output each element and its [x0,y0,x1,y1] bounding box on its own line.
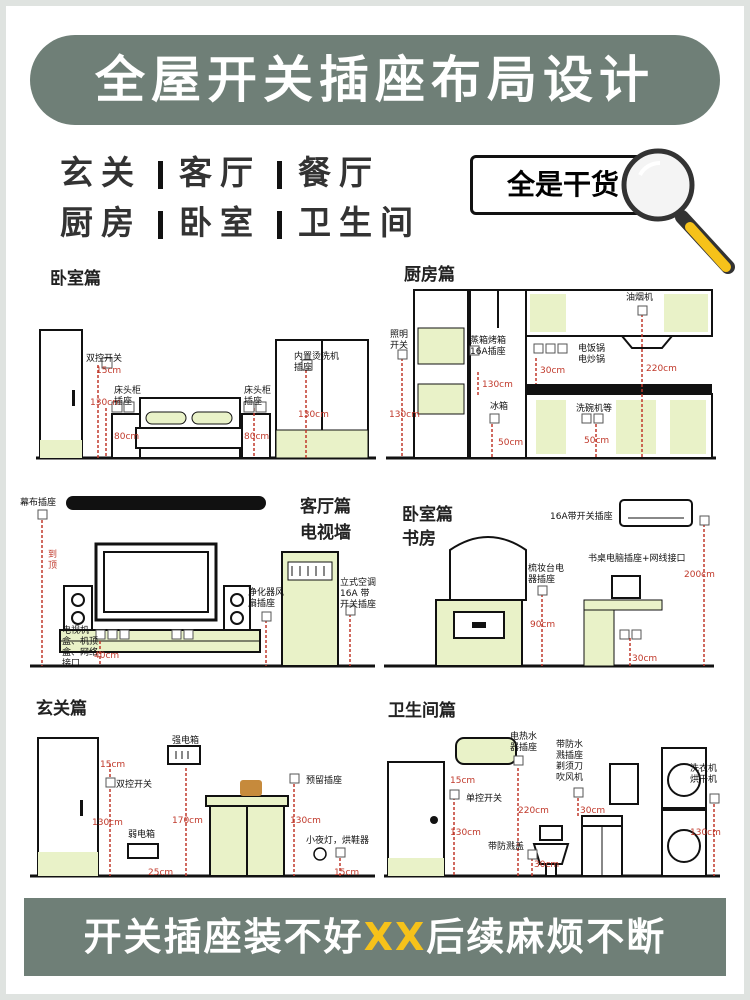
desk-outlet-label: 书桌电脑插座+网线接口 [588,554,686,564]
bathroom-diagram [384,737,720,878]
entry-measure-130-reserved: 130cm [290,816,321,826]
bedroom-measure-80-left: 80cm [114,432,140,442]
bedroom-measure-130-wardrobe: 130cm [298,410,329,420]
bedside-left-label: 床头柜插座 [114,386,142,407]
room-list: 玄关客厅餐厅 厨房卧室卫生间 [60,148,460,248]
study-section-subtitle: 书房 [402,529,436,549]
entry-section-title: 玄关篇 [36,699,87,719]
bedside-right-label: 床头柜插座 [244,386,272,407]
wardrobe-outlet-label: 内置烫洗机插座 [294,352,340,373]
kitchen-measure-50-dishwasher: 50cm [584,436,610,446]
fridge-label: 冰箱 [490,402,509,412]
separator [277,210,282,239]
weak-box-label: 弱电箱 [128,830,156,840]
kitchen-light-switch-label: 照明开关 [390,330,409,351]
living-section-title: 客厅篇 [300,497,351,517]
room-row-1: 玄关客厅餐厅 [60,148,460,198]
page-title: 全屋开关插座布局设计 [30,35,720,125]
bathroom-measure-30: 30cm [534,860,560,870]
bedroom-measure-130: 130cm [90,398,121,408]
room-label: 餐厅 [298,153,380,192]
reserved-outlet-label: 预留插座 [306,776,343,786]
study-section-title: 卧室篇 [402,505,453,525]
entry-measure-25: 25cm [148,868,174,878]
room-label: 卧室 [179,203,261,242]
kitchen-diagram [386,289,716,460]
bottom-banner: 开关插座装不好XX后续麻烦不断 [24,898,726,976]
bedroom-measure-80-right: 80cm [244,432,270,442]
range-hood-label: 油烟机 [626,293,654,303]
bathroom-measure-130: 130cm [450,828,481,838]
separator [158,210,163,239]
living-section-subtitle: 电视墙 [300,523,351,543]
separator [277,160,282,189]
bathroom-measure-15: 15cm [450,776,476,786]
kitchen-section-title: 厨房篇 [404,265,455,285]
room-label: 厨房 [60,203,142,242]
washer-outlet-label: 洗衣机烘干机 [690,764,718,785]
water-heater-outlet-label: 电热水器插座 [510,732,538,753]
entry-measure-130: 130cm [92,818,123,828]
magnifier-icon [621,148,735,274]
standing-ac-outlet-label: 立式空调16A 带开关插座 [340,578,377,610]
living-room-diagram [30,496,375,668]
tv-box-outlet-label: 电视机盒、机顶盒、网络接口 [62,626,99,669]
kitchen-measure-130-oven: 130cm [482,380,513,390]
separator [158,160,163,189]
bedroom-section-title: 卧室篇 [50,269,101,289]
night-light-label: 小夜灯，烘鞋器 [306,836,370,846]
kitchen-measure-220: 220cm [646,364,677,374]
room-label: 卫生间 [298,203,421,242]
study-diagram [384,499,714,668]
bedroom-dual-switch-label: 双控开关 [86,354,123,364]
living-measure-40: 40cm [94,651,120,661]
study-measure-200: 200cm [684,570,715,580]
entry-measure-15-night: 15cm [334,868,360,878]
dresser-outlet-label: 梳妆台电器插座 [528,564,565,585]
bathroom-measure-30-mirror: 30cm [580,806,606,816]
power-box-label: 强电箱 [172,736,200,746]
bathroom-measure-130-washer: 130cm [690,828,721,838]
room-label: 玄关 [60,153,142,192]
study-ac-outlet-label: 16A带开关插座 [550,512,613,522]
banner-xx: XX [363,915,427,959]
bathroom-measure-220: 220cm [518,806,549,816]
bedroom-measure-15: 15cm [96,366,122,376]
bathroom-switch-label: 单控开关 [466,794,503,804]
splash-cover-label: 带防溅盖 [488,842,525,852]
banner-text-1: 开关插座装不好 [83,915,364,959]
entry-dual-switch-label: 双控开关 [116,780,153,790]
study-measure-30: 30cm [632,654,658,664]
bedroom-diagram [36,329,376,460]
curtain-outlet-label: 幕布插座 [20,498,57,508]
study-measure-90: 90cm [530,620,556,630]
entry-diagram [30,737,375,878]
steam-oven-outlet-label: 蒸箱烤箱16A插座 [470,336,507,357]
room-label: 客厅 [179,153,261,192]
dishwasher-label: 洗碗机等 [576,404,613,414]
mirror-outlet-label: 带防水溅插座剃须刀吹风机 [556,740,584,783]
bathroom-section-title: 卫生间篇 [388,701,456,721]
kitchen-measure-50: 50cm [498,438,524,448]
rice-cooker-label: 电饭锅电炒锅 [578,344,606,365]
room-row-2: 厨房卧室卫生间 [60,198,460,248]
entry-measure-15: 15cm [100,760,126,770]
entry-measure-170: 170cm [172,816,203,826]
purifier-outlet-label: 净化器风扇插座 [248,588,285,609]
living-measure-top: 到顶 [48,550,58,571]
banner-text-2: 后续麻烦不断 [426,915,667,959]
kitchen-measure-130: 130cm [389,410,420,420]
kitchen-measure-30: 30cm [540,366,566,376]
